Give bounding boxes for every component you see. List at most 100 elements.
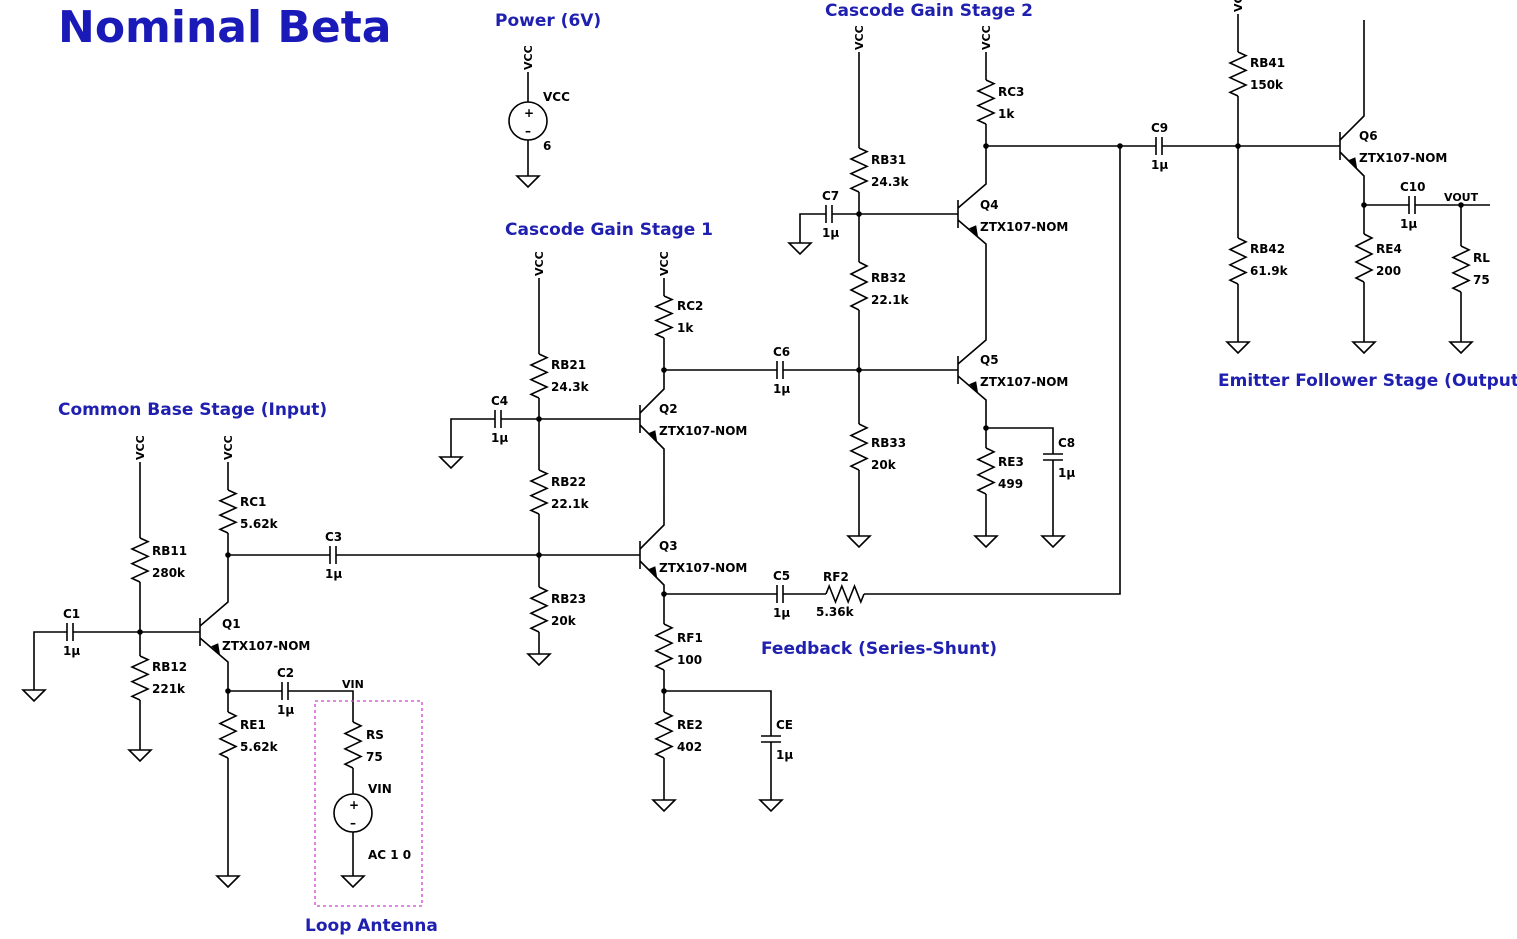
resistor-body: [529, 353, 549, 399]
ground-icon: [1351, 341, 1377, 355]
collector-lead: [957, 146, 987, 209]
resistor-body: [976, 79, 996, 125]
capacitor-c4: [494, 410, 502, 428]
vcc-label: VCC: [533, 251, 546, 276]
resistor-rb22: [529, 469, 549, 515]
component-value: 1µ: [491, 431, 508, 445]
component-value: ZTX107-NOM: [222, 639, 310, 653]
component-ref: RS: [366, 728, 384, 742]
vcc-supply-icon: VCC: [980, 25, 993, 58]
emitter-lead: [957, 219, 987, 320]
capacitor-c6: [776, 361, 784, 379]
component-value: 5.62k: [240, 740, 279, 754]
capacitor-c10: [1408, 196, 1416, 214]
wire: [33, 631, 67, 690]
collector-lead: [639, 368, 665, 414]
vcc-supply-icon: VCC: [522, 45, 535, 78]
ground-icon: [758, 799, 784, 813]
vcc-label: VCC: [853, 25, 866, 50]
component-value: 24.3k: [871, 175, 910, 189]
component-value: 75: [366, 750, 383, 764]
component-ref: RB22: [551, 475, 586, 489]
capacitor-c8: [1043, 453, 1063, 461]
capacitor-c3: [329, 546, 337, 564]
resistor-body: [529, 469, 549, 515]
ground-icon: [340, 875, 366, 889]
component-ref: RB32: [871, 271, 906, 285]
vcc-supply-icon: VCC: [134, 435, 147, 468]
component-value: ZTX107-NOM: [980, 375, 1068, 389]
source-circle: [508, 101, 548, 141]
vcc-supply-icon: VCC: [222, 435, 235, 468]
section-title-emitter-follower: Emitter Follower Stage (Output): [1218, 371, 1517, 391]
emitter-arrow: [648, 566, 658, 579]
minus-sign: –: [525, 124, 531, 138]
resistor-rc1: [218, 489, 238, 534]
transistor-q2: [639, 368, 665, 478]
resistor-body: [976, 447, 996, 495]
resistor-rc3: [976, 79, 996, 125]
component-value: 1µ: [1058, 466, 1075, 480]
section-title-power: Power (6V): [495, 11, 601, 31]
resistor-rb41: [1228, 51, 1248, 97]
resistor-rb42: [1228, 237, 1248, 285]
component-value: ZTX107-NOM: [659, 561, 747, 575]
resistor-body: [218, 489, 238, 534]
component-ref: C8: [1058, 436, 1075, 450]
ground-icon: [127, 749, 153, 763]
component-ref: RC2: [677, 299, 703, 313]
ground-icon: [438, 456, 464, 470]
component-ref: C6: [773, 345, 790, 359]
resistor-body: [1354, 233, 1374, 283]
junction-dot: [137, 629, 143, 635]
emitter-lead: [199, 637, 229, 691]
resistor-rb33: [849, 423, 869, 471]
vcc-supply-icon: VCC: [658, 251, 671, 284]
component-value: 22.1k: [551, 497, 590, 511]
plus-sign: +: [349, 798, 359, 812]
component-value: 280k: [152, 566, 186, 580]
source-name: VIN: [368, 782, 392, 796]
component-ref: RB41: [1250, 56, 1285, 70]
component-ref: RB21: [551, 358, 586, 372]
component-value: 1k: [998, 107, 1015, 121]
wire: [288, 690, 354, 722]
component-ref: C4: [491, 394, 508, 408]
emitter-lead: [1339, 151, 1365, 205]
component-value: 499: [998, 477, 1023, 491]
component-ref: Q4: [980, 198, 999, 212]
component-value: 1k: [677, 321, 694, 335]
minus-sign: –: [350, 816, 356, 830]
ground-icon: [215, 875, 241, 889]
wire: [986, 427, 1054, 454]
resistor-body: [825, 583, 865, 605]
ground-icon: [21, 689, 47, 703]
wire: [864, 146, 1121, 595]
vcc-supply-icon: VCC: [533, 251, 546, 284]
vcc-label: VCC: [1232, 0, 1245, 12]
wire: [799, 213, 826, 243]
component-value: 1µ: [776, 748, 793, 762]
component-ref: RB11: [152, 544, 187, 558]
transistor-q5: [957, 320, 987, 428]
emitter-arrow: [1348, 157, 1358, 170]
page-title: Nominal Beta: [58, 2, 392, 53]
resistor-body: [130, 655, 150, 701]
component-value: ZTX107-NOM: [1359, 151, 1447, 165]
component-value: 5.36k: [816, 605, 855, 619]
plus-sign: +: [524, 106, 534, 120]
component-ref: Q2: [659, 402, 678, 416]
resistor-re4: [1354, 233, 1374, 283]
component-value: 1µ: [325, 567, 342, 581]
component-ref: C2: [277, 666, 294, 680]
component-ref: Q3: [659, 539, 678, 553]
resistor-rs: [343, 721, 363, 769]
capacitor-ce: [761, 735, 781, 743]
capacitor-c1: [66, 623, 74, 641]
component-value: 20k: [871, 458, 897, 472]
ground-icon: [515, 175, 541, 189]
component-value: 150k: [1250, 78, 1284, 92]
resistor-body: [849, 147, 869, 193]
ground-icon: [1040, 535, 1066, 549]
source-name: VCC: [543, 90, 570, 104]
